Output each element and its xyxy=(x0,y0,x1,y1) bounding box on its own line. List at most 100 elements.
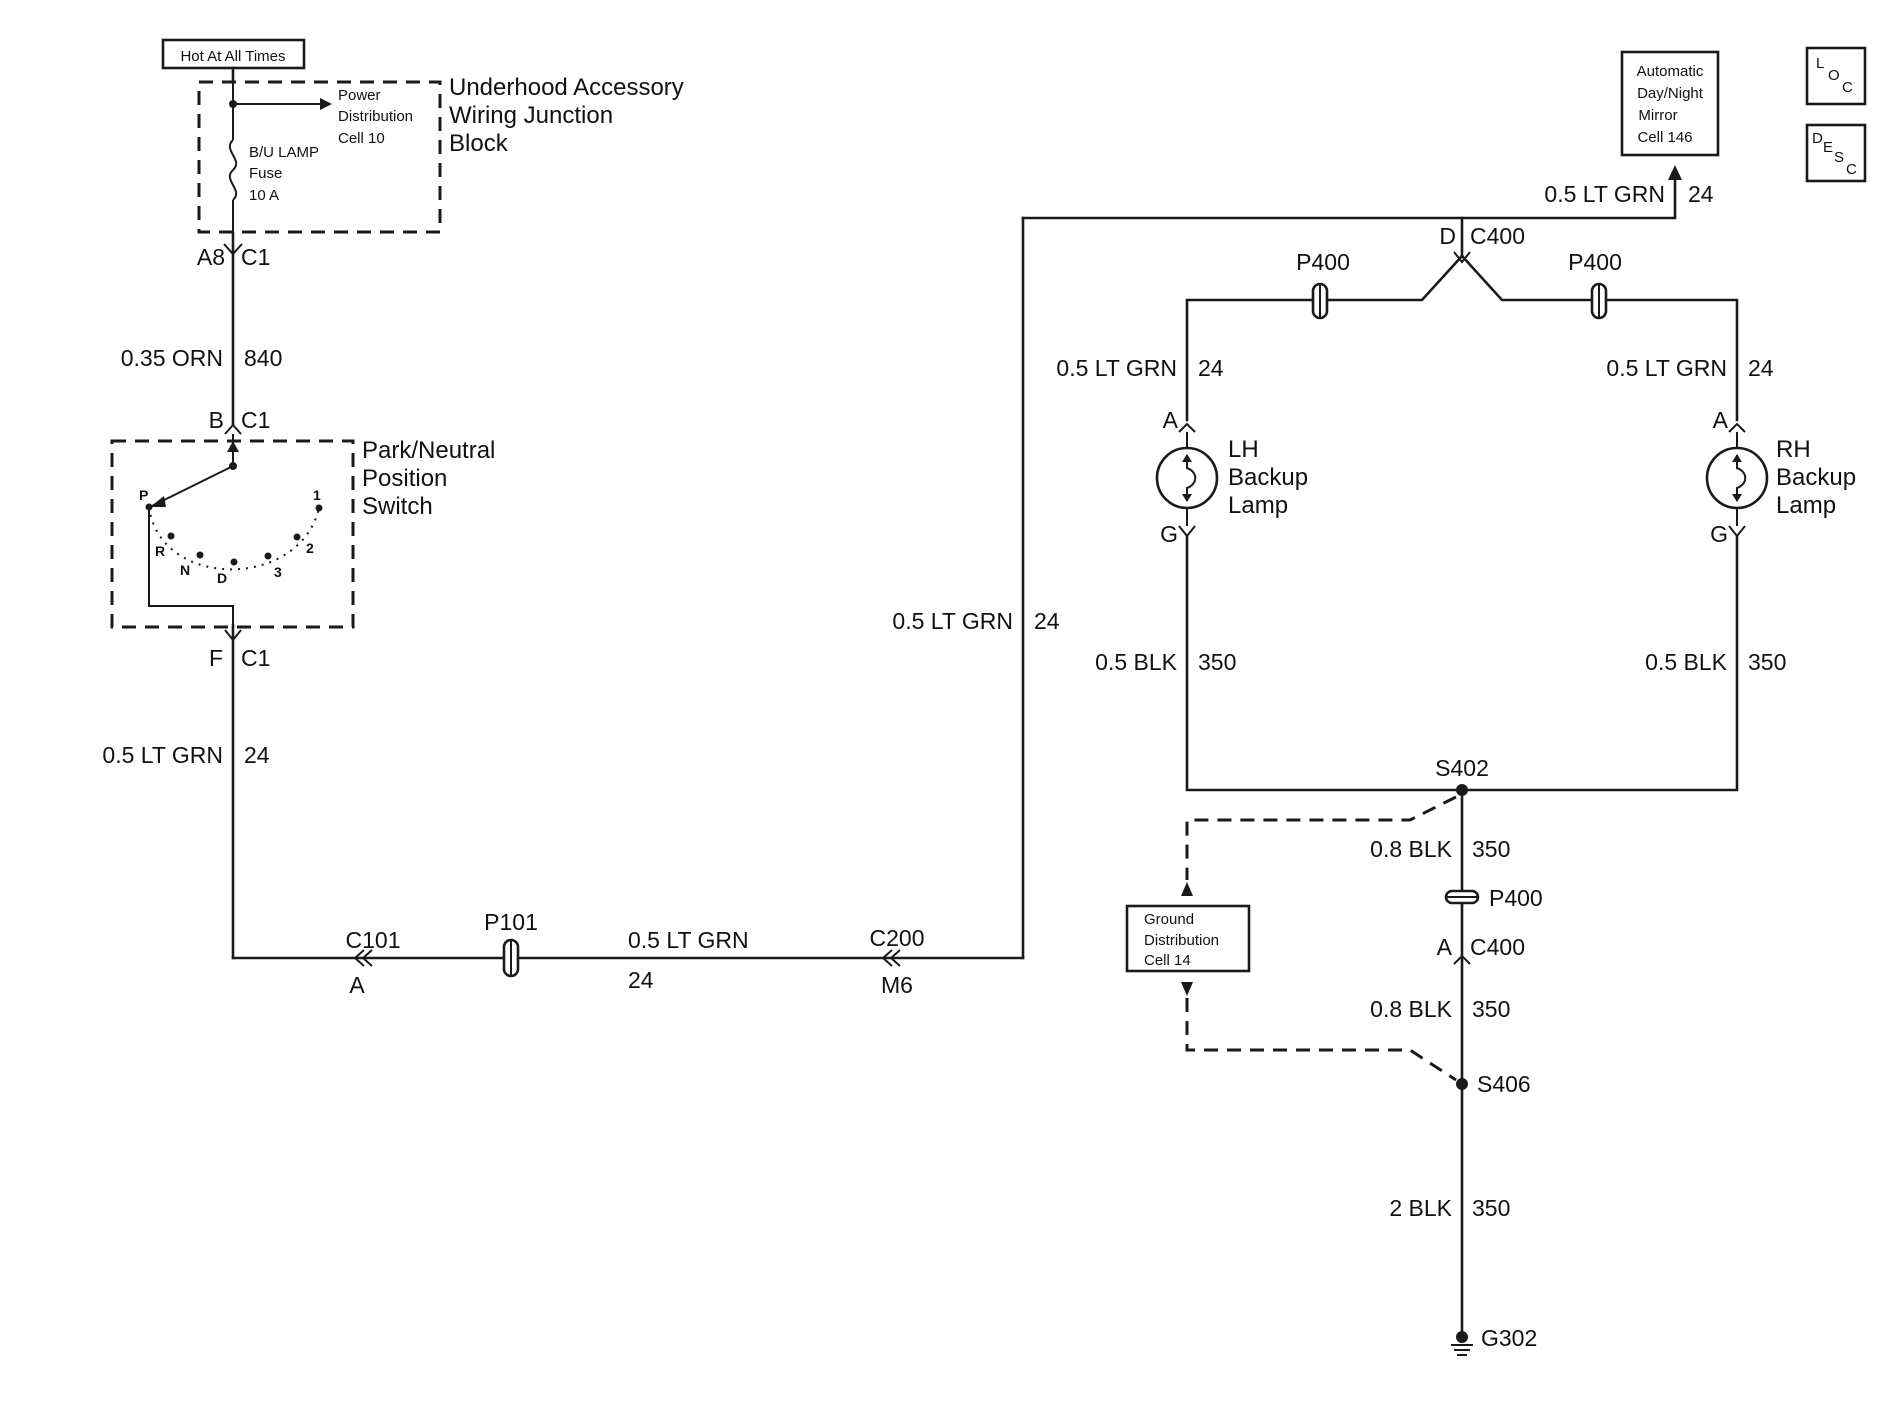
lamp-label-1: LH xyxy=(1228,436,1259,463)
connector-pin: M6 xyxy=(881,972,913,998)
splice-label: S402 xyxy=(1435,755,1489,781)
pass-through-label: P400 xyxy=(1568,249,1622,275)
ground-ref-arrow-down xyxy=(1181,982,1193,996)
wire-rh-grn-circuit: 24 xyxy=(1748,355,1774,381)
underhood-title-1: Underhood Accessory xyxy=(449,74,684,101)
pass-through-label: P400 xyxy=(1296,249,1350,275)
ground-dist-line-3: Cell 14 xyxy=(1144,952,1191,969)
park-neutral-position-switch: P R N D 3 2 1 Park/Neutral Position Swit… xyxy=(110,434,495,629)
description-icon[interactable]: D E S C xyxy=(1805,123,1867,183)
lamp-label-2: Backup xyxy=(1228,464,1308,491)
connector-b-c1: B C1 xyxy=(209,407,270,435)
ground-dist-line-2: Distribution xyxy=(1144,932,1219,949)
wire-mirror-circuit: 24 xyxy=(1688,181,1714,207)
connector-pin: D xyxy=(1439,223,1456,249)
wire-left-gauge: 0.5 LT GRN xyxy=(102,742,223,768)
connector-symbol xyxy=(881,949,893,967)
position-1-dot xyxy=(315,504,323,512)
fuse-label-1: B/U LAMP xyxy=(249,144,319,161)
splice-s402: S402 xyxy=(1435,755,1489,796)
wire-c400-blk-circuit: 350 xyxy=(1472,996,1510,1022)
position-2-dot xyxy=(293,533,301,541)
pass-through-p101: P101 xyxy=(484,909,538,978)
underhood-block-outline xyxy=(197,80,442,234)
ground-ref-dash-bottom xyxy=(1185,998,1457,1082)
connector-f-c1: F C1 xyxy=(209,629,270,671)
ground-dot xyxy=(1456,1331,1468,1343)
desc-letter-d: D xyxy=(1812,130,1823,147)
rh-backup-lamp: A G RH Backup Lamp xyxy=(1705,407,1856,547)
switch-title-2: Position xyxy=(362,465,447,492)
position-r-dot xyxy=(167,532,175,540)
location-icon[interactable]: L O C xyxy=(1805,46,1867,106)
lamp-label-2: Backup xyxy=(1776,464,1856,491)
position-3-label: 3 xyxy=(274,564,282,580)
wire-bottom-circuit: 24 xyxy=(628,967,654,993)
connector-name: C1 xyxy=(241,645,270,671)
pass-through-p400-ground: P400 xyxy=(1444,885,1543,911)
lamp-pin-top: A xyxy=(1713,407,1729,433)
pass-through-label: P101 xyxy=(484,909,538,935)
ground-ref-arrow-up xyxy=(1181,882,1193,896)
power-dist-arrow xyxy=(320,98,332,110)
lamp-connector-top xyxy=(1178,422,1196,433)
position-d-dot xyxy=(230,558,238,566)
connector-name: C400 xyxy=(1470,223,1525,249)
connector-pin: A xyxy=(349,972,365,998)
connector-name: C200 xyxy=(870,925,925,951)
lamp-pin-bottom: G xyxy=(1710,521,1728,547)
wires xyxy=(231,176,1739,1339)
pass-through-p400-left: P400 xyxy=(1296,249,1350,320)
connector-a8-c1: A8 C1 xyxy=(197,243,270,270)
wire-rh-blk-gauge: 0.5 BLK xyxy=(1645,649,1727,675)
power-dist-line-3: Cell 10 xyxy=(338,130,385,147)
mirror-line-3: Mirror xyxy=(1638,107,1677,124)
desc-box[interactable] xyxy=(1805,123,1867,183)
connector-symbol xyxy=(224,423,242,435)
loc-letter-l: L xyxy=(1816,55,1824,72)
position-p-label: P xyxy=(139,487,148,503)
wire-orn-circuit: 840 xyxy=(244,345,282,371)
loc-box[interactable] xyxy=(1805,46,1867,106)
lamp-connector-top xyxy=(1728,422,1746,433)
mirror-line-1: Automatic xyxy=(1637,63,1704,80)
splice-dot xyxy=(1456,784,1468,796)
underhood-junction-block: Hot At All Times Power Distribution Cell… xyxy=(161,38,684,234)
connector-symbol xyxy=(1453,251,1471,264)
connector-symbol xyxy=(224,629,242,642)
switch-blade xyxy=(151,465,234,507)
connector-name: C1 xyxy=(241,407,270,433)
desc-letter-s: S xyxy=(1834,149,1844,166)
position-d-label: D xyxy=(217,570,227,586)
connector-name: C101 xyxy=(346,927,401,953)
ground-g302: G302 xyxy=(1451,1325,1537,1356)
pass-through-label: P400 xyxy=(1489,885,1543,911)
switch-output-wire xyxy=(148,507,234,627)
lamp-label-1: RH xyxy=(1776,436,1811,463)
lamp-label-3: Lamp xyxy=(1228,492,1288,519)
loc-letter-c: C xyxy=(1842,79,1853,96)
wire-rh-blk-circuit: 350 xyxy=(1748,649,1786,675)
wire-rh-branch xyxy=(1460,254,1739,422)
ground-distribution-reference: Ground Distribution Cell 14 xyxy=(1125,795,1457,1082)
wire-rh-grn-gauge: 0.5 LT GRN xyxy=(1606,355,1727,381)
connector-pin: F xyxy=(209,645,223,671)
connector-symbol xyxy=(223,243,243,256)
mirror-arrow xyxy=(1668,165,1682,180)
wire-s402-blk-circuit: 350 xyxy=(1472,836,1510,862)
connector-symbol-2 xyxy=(889,949,901,967)
bulb-arrow-bottom xyxy=(1732,494,1742,502)
connector-c101: C101 A xyxy=(346,927,401,998)
fuse-label-2: Fuse xyxy=(249,165,282,182)
connector-name: C400 xyxy=(1470,934,1525,960)
position-n-label: N xyxy=(180,562,190,578)
lamp-pin-bottom: G xyxy=(1160,521,1178,547)
hot-at-all-times-box xyxy=(161,38,306,70)
wire-mirror-gauge: 0.5 LT GRN xyxy=(1544,181,1665,207)
mirror-line-4: Cell 146 xyxy=(1637,129,1692,146)
fuse-icon xyxy=(228,139,238,201)
mirror-line-2: Day/Night xyxy=(1637,85,1704,102)
splice-dot xyxy=(1456,1078,1468,1090)
underhood-title-2: Wiring Junction xyxy=(449,102,613,129)
